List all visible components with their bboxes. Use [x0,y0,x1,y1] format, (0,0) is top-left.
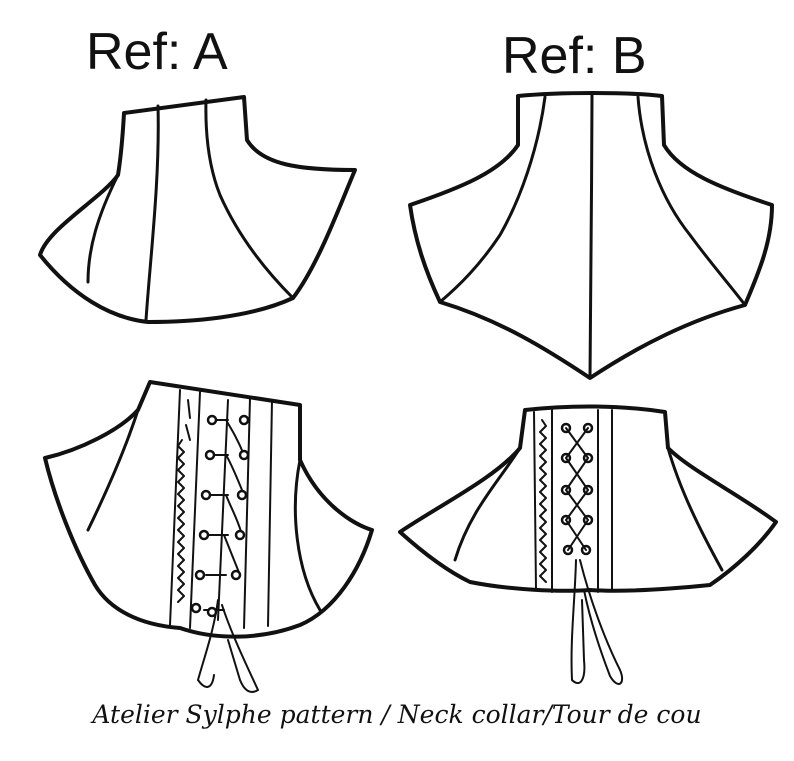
ref-b-label: Ref: B [502,27,647,85]
ref-a-label: Ref: A [86,23,228,81]
collar-b-front [408,91,774,380]
collar-b-back-laced [398,404,778,685]
collar-a-front [38,95,357,324]
caption: Atelier Sylphe pattern / Neck collar/Tou… [92,700,702,729]
collar-a-back-laced [43,380,374,693]
